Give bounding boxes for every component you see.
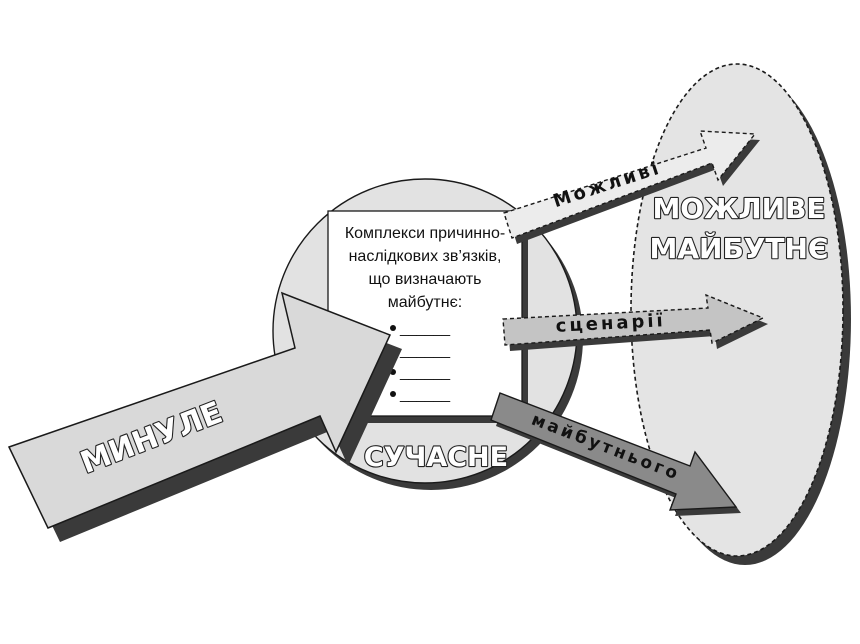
past-arrow-shape bbox=[7, 291, 392, 529]
box-bullet-list: ______ ______ ______ ______ bbox=[390, 320, 451, 403]
scenario-arrow-middle: сценарії bbox=[502, 293, 768, 351]
bullet-line: ______ bbox=[399, 386, 451, 403]
future-label-line-2: МАЙБУТНЄ bbox=[650, 231, 829, 265]
scenario-arrow-bottom-shape bbox=[490, 392, 738, 511]
bullet-line: ______ bbox=[399, 364, 451, 381]
future-label-line-1: МОЖЛИВЕ bbox=[652, 192, 825, 225]
box-line-2: наслідкових зв’язків, bbox=[349, 248, 502, 265]
box-line-3: що визначають bbox=[368, 271, 481, 288]
bullet-line: ______ bbox=[399, 342, 451, 359]
scenario-arrow-top-shape bbox=[503, 130, 757, 239]
box-line-1: Комплекси причинно- bbox=[345, 225, 505, 242]
bullet-line: ______ bbox=[399, 320, 451, 337]
present-label: СУЧАСНЕ bbox=[364, 442, 508, 473]
future-label: МОЖЛИВЕ МАЙБУТНЄ bbox=[648, 191, 829, 266]
bullet-dot bbox=[390, 325, 396, 331]
box-line-4: майбутнє: bbox=[388, 294, 462, 311]
scenario-arrow-middle-shape bbox=[502, 293, 765, 346]
bullet-dot bbox=[390, 391, 396, 397]
past-arrow: МИНУЛЕ bbox=[7, 291, 402, 542]
